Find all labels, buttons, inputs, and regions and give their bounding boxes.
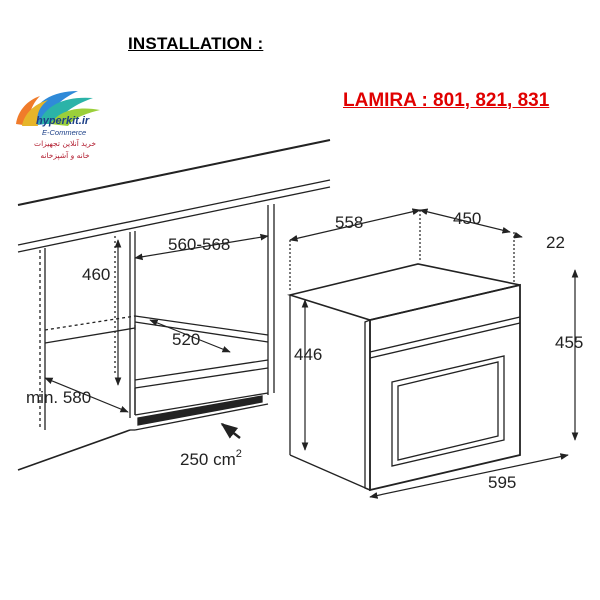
- front-depth-label: 22: [546, 233, 565, 252]
- oven-width-label: 595: [488, 473, 516, 492]
- installation-heading: INSTALLATION :: [128, 34, 264, 53]
- cabinet-height-label: 460: [82, 265, 110, 284]
- cabinet-depth-label: 520: [172, 330, 200, 349]
- model-numbers: LAMIRA : 801, 821, 831: [343, 90, 550, 111]
- cabinet-width-label: 560-568: [168, 235, 230, 254]
- ventilation-value: 250 cm: [180, 450, 236, 469]
- oven-depth-body-label: 558: [335, 213, 363, 232]
- ventilation-label: 250 cm2: [180, 448, 242, 469]
- oven-drawing: [287, 263, 521, 492]
- oven-height-label: 455: [555, 333, 583, 352]
- logo-brand-text: hyperkit.ir: [36, 115, 90, 127]
- logo-tagline-1: خرید آنلاین تجهیزات: [34, 139, 96, 148]
- logo-subtitle: E-Commerce: [42, 128, 87, 137]
- logo-tagline-2: خانه و آشپزخانه: [40, 151, 90, 160]
- hyperkit-logo-icon: [16, 91, 100, 126]
- cabinet-drawing: [17, 139, 331, 471]
- oven-depth-total-label: 450: [453, 209, 481, 228]
- body-height-label: 446: [294, 345, 322, 364]
- min-depth-label: min. 580: [26, 388, 91, 407]
- ventilation-sup: 2: [236, 448, 242, 460]
